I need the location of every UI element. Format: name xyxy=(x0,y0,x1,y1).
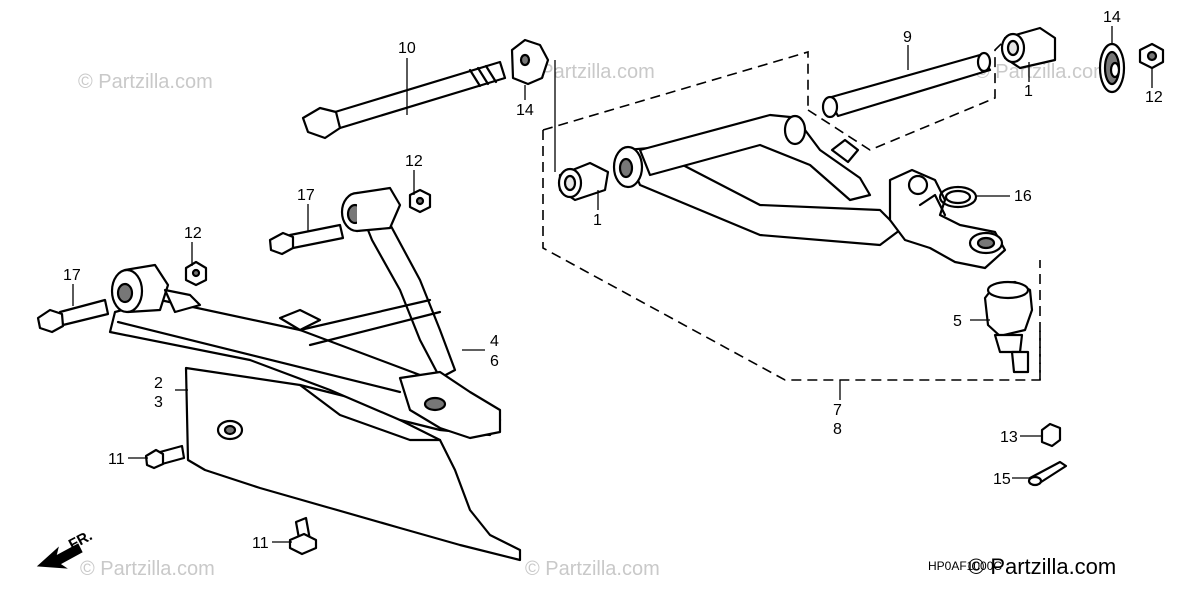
callout-11-lower: 11 xyxy=(252,535,269,552)
assembly-outline xyxy=(542,34,1041,381)
long-pivot-bolt xyxy=(301,60,507,140)
bushings xyxy=(557,26,1057,202)
callout-10: 10 xyxy=(398,40,416,57)
callout-9: 9 xyxy=(903,29,912,46)
callout-1-mid: 1 xyxy=(593,212,602,229)
callout-labels: 10 14 9 1 14 12 1 16 5 7 8 13 15 12 12 1… xyxy=(63,9,1163,552)
lower-arm-knuckle-end xyxy=(398,370,502,440)
callout-6: 6 xyxy=(490,353,499,370)
leader-lines xyxy=(72,26,1153,543)
callout-12-top-right: 12 xyxy=(1145,89,1163,106)
callout-2: 2 xyxy=(154,375,163,392)
callout-4: 4 xyxy=(490,333,499,350)
callout-15: 15 xyxy=(993,471,1011,488)
watermark-top-right: © Partzilla.com xyxy=(975,61,1110,83)
callout-17-lower: 17 xyxy=(63,267,81,284)
callout-5: 5 xyxy=(953,313,962,330)
watermarks: © Partzilla.com © Partzilla.com © Partzi… xyxy=(78,61,1110,580)
castle-nut-and-pin xyxy=(1027,422,1068,487)
callout-11-upper: 11 xyxy=(108,451,125,468)
callout-8: 8 xyxy=(833,421,842,438)
front-arrow-icon xyxy=(36,543,83,569)
callout-1-top: 1 xyxy=(1024,83,1033,100)
brake-hose-clip xyxy=(830,138,860,164)
watermark-top-left: © Partzilla.com xyxy=(78,71,213,93)
flange-nuts xyxy=(184,42,1165,287)
callout-3: 3 xyxy=(154,394,163,411)
flange-bolts xyxy=(36,223,345,334)
watermark-bottom-left: © Partzilla.com xyxy=(80,558,215,580)
callout-12-lower: 12 xyxy=(184,225,202,242)
callout-12-upper: 12 xyxy=(405,153,423,170)
pivot-pipe xyxy=(821,51,992,119)
callout-17-upper: 17 xyxy=(297,187,315,204)
ball-joint xyxy=(983,280,1034,374)
upper-arm-assembly xyxy=(612,113,1007,270)
diagram-code: HP0AF1000C xyxy=(928,559,1002,573)
callout-14-left: 14 xyxy=(516,102,534,119)
partzilla-brand: © Partzilla.com xyxy=(968,554,1116,579)
lower-arm-assembly xyxy=(108,186,522,562)
callout-7: 7 xyxy=(833,402,842,419)
circlip xyxy=(938,185,978,209)
watermark-bottom-center: © Partzilla.com xyxy=(525,558,660,580)
callout-14-right: 14 xyxy=(1103,9,1121,26)
thrust-washers xyxy=(510,38,1126,94)
watermark-top-center: © Partzilla.com xyxy=(520,61,655,83)
guard-bolts xyxy=(144,444,318,556)
upper-arm-rear-pivot xyxy=(783,114,807,146)
callout-13: 13 xyxy=(1000,429,1018,446)
callout-16: 16 xyxy=(1014,188,1032,205)
lower-arm-rear-tube xyxy=(358,208,457,380)
